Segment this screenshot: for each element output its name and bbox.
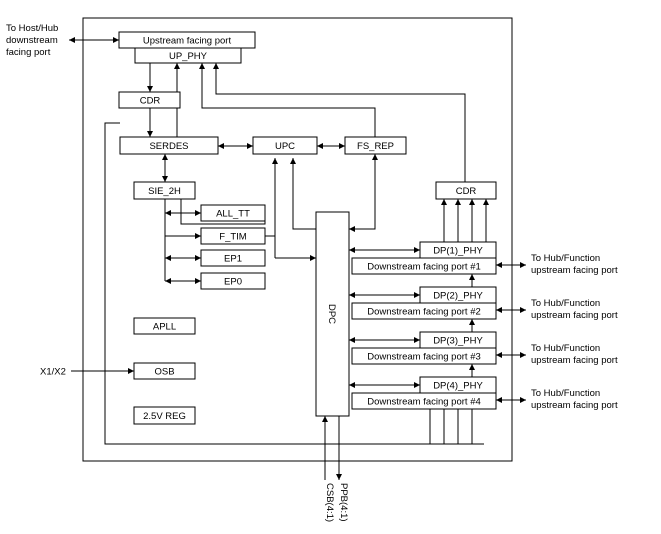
ep0-label: EP0 <box>224 277 242 288</box>
host-caption-line2: downstream <box>6 35 58 46</box>
clock-input-label: X1/X2 <box>40 367 66 378</box>
function-caption-1-line1: To Hub/Function <box>531 253 600 264</box>
dp2-group: DP(2)_PHY Downstream facing port #2 <box>351 286 497 320</box>
sie-2h-label: SIE_2H <box>148 186 181 197</box>
fs-rep-block: FS_REP <box>344 136 407 155</box>
cdr-down-label: CDR <box>456 186 477 197</box>
reg-block: 2.5V REG <box>133 406 196 425</box>
ep0-block: EP0 <box>200 272 266 290</box>
function-caption-3-line1: To Hub/Function <box>531 343 600 354</box>
up-phy-block: UP_PHY <box>134 47 242 64</box>
all-tt-block: ALL_TT <box>200 204 266 222</box>
function-port-caption-2: To Hub/Function upstream facing port <box>531 298 618 321</box>
dp1-group: DP(1)_PHY Downstream facing port #1 <box>351 241 497 275</box>
host-port-caption: To Host/Hub downstream facing port <box>6 23 58 58</box>
dp4-port-label: Downstream facing port #4 <box>367 397 481 408</box>
cdr-up-label: CDR <box>140 96 161 107</box>
function-caption-1-line2: upstream facing port <box>531 265 618 276</box>
serdes-block: SERDES <box>119 136 219 155</box>
function-caption-2-line1: To Hub/Function <box>531 298 600 309</box>
osb-label: OSB <box>154 367 174 378</box>
function-caption-4-line2: upstream facing port <box>531 400 618 411</box>
function-caption-2-line2: upstream facing port <box>531 310 618 321</box>
dp3-group: DP(3)_PHY Downstream facing port #3 <box>351 331 497 365</box>
apll-label: APLL <box>153 322 176 333</box>
ep1-label: EP1 <box>224 254 242 265</box>
csb-label: CSB(4:1) <box>324 483 335 522</box>
all-tt-label: ALL_TT <box>216 209 250 220</box>
f-tim-block: F_TIM <box>200 227 266 245</box>
host-caption-line3: facing port <box>6 47 51 58</box>
fs-rep-label: FS_REP <box>357 141 394 152</box>
dp2-phy-label: DP(2)_PHY <box>433 291 483 302</box>
dp3-phy-label: DP(3)_PHY <box>433 336 483 347</box>
dpc-label: DPC <box>326 304 337 324</box>
dpc-block: DPC <box>315 211 350 417</box>
function-caption-4-line1: To Hub/Function <box>531 388 600 399</box>
connections <box>69 37 526 480</box>
serdes-label: SERDES <box>149 141 188 152</box>
dp3-port-label: Downstream facing port #3 <box>367 352 481 363</box>
chip-boundary <box>82 17 513 462</box>
upc-label: UPC <box>275 141 295 152</box>
dp2-port-label: Downstream facing port #2 <box>367 307 481 318</box>
osb-block: OSB <box>133 362 196 380</box>
dp1-phy-label: DP(1)_PHY <box>433 246 483 257</box>
dp4-group: DP(4)_PHY Downstream facing port #4 <box>351 376 497 410</box>
f-tim-label: F_TIM <box>219 232 247 243</box>
ppb-label: PPB(4:1) <box>338 483 349 522</box>
upstream-port-label: Upstream facing port <box>143 36 232 47</box>
up-phy-label: UP_PHY <box>169 51 208 62</box>
function-caption-3-line2: upstream facing port <box>531 355 618 366</box>
upc-block: UPC <box>252 136 318 155</box>
dp4-phy-label: DP(4)_PHY <box>433 381 483 392</box>
host-caption-line1: To Host/Hub <box>6 23 58 34</box>
ep1-block: EP1 <box>200 249 266 267</box>
reg-label: 2.5V REG <box>143 411 186 422</box>
apll-block: APLL <box>133 317 196 335</box>
sie-2h-block: SIE_2H <box>133 181 196 200</box>
dp1-port-label: Downstream facing port #1 <box>367 262 481 273</box>
upstream-port-block: Upstream facing port <box>118 31 256 49</box>
function-port-caption-4: To Hub/Function upstream facing port <box>531 388 618 411</box>
cdr-down-block: CDR <box>435 181 497 200</box>
function-port-caption-3: To Hub/Function upstream facing port <box>531 343 618 366</box>
cdr-up-block: CDR <box>118 91 181 109</box>
function-port-caption-1: To Hub/Function upstream facing port <box>531 253 618 276</box>
